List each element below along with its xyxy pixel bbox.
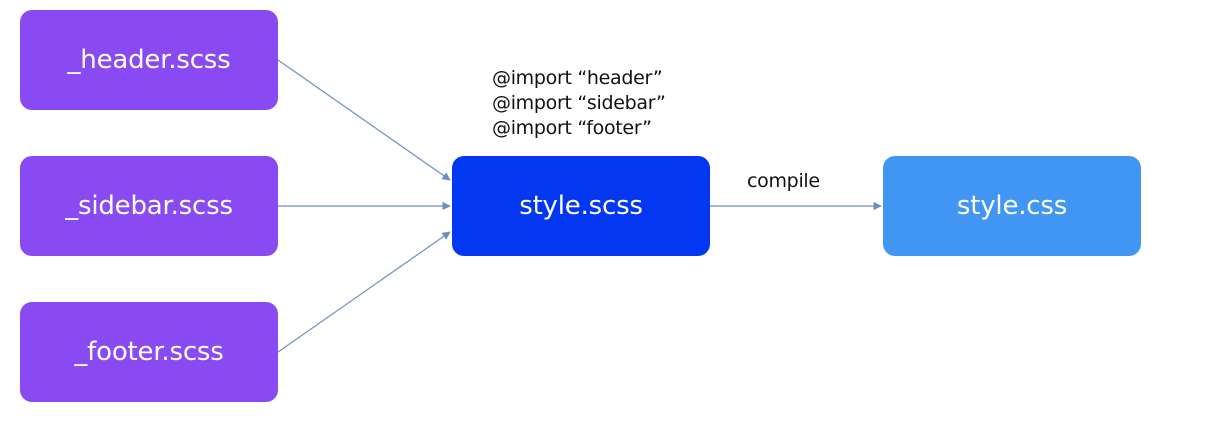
edge-header-to-style xyxy=(277,59,451,181)
node-style-scss: style.scss xyxy=(452,156,710,256)
import-line: @import “sidebar” xyxy=(492,92,666,114)
node-label: _sidebar.scss xyxy=(65,191,233,221)
node-sidebar-scss: _sidebar.scss xyxy=(20,156,278,256)
edge-footer-to-style xyxy=(277,231,451,353)
node-footer-scss: _footer.scss xyxy=(20,302,278,402)
node-style-css: style.css xyxy=(883,156,1141,256)
node-label: style.css xyxy=(956,191,1068,221)
node-label: _footer.scss xyxy=(74,337,224,367)
compile-label: compile xyxy=(747,170,820,192)
node-label: _header.scss xyxy=(67,45,231,75)
import-list: @import “header” @import “sidebar” @impo… xyxy=(492,66,666,141)
node-header-scss: _header.scss xyxy=(20,10,278,110)
import-line: @import “header” xyxy=(492,67,663,89)
node-label: style.scss xyxy=(519,191,643,221)
import-line: @import “footer” xyxy=(492,117,652,139)
